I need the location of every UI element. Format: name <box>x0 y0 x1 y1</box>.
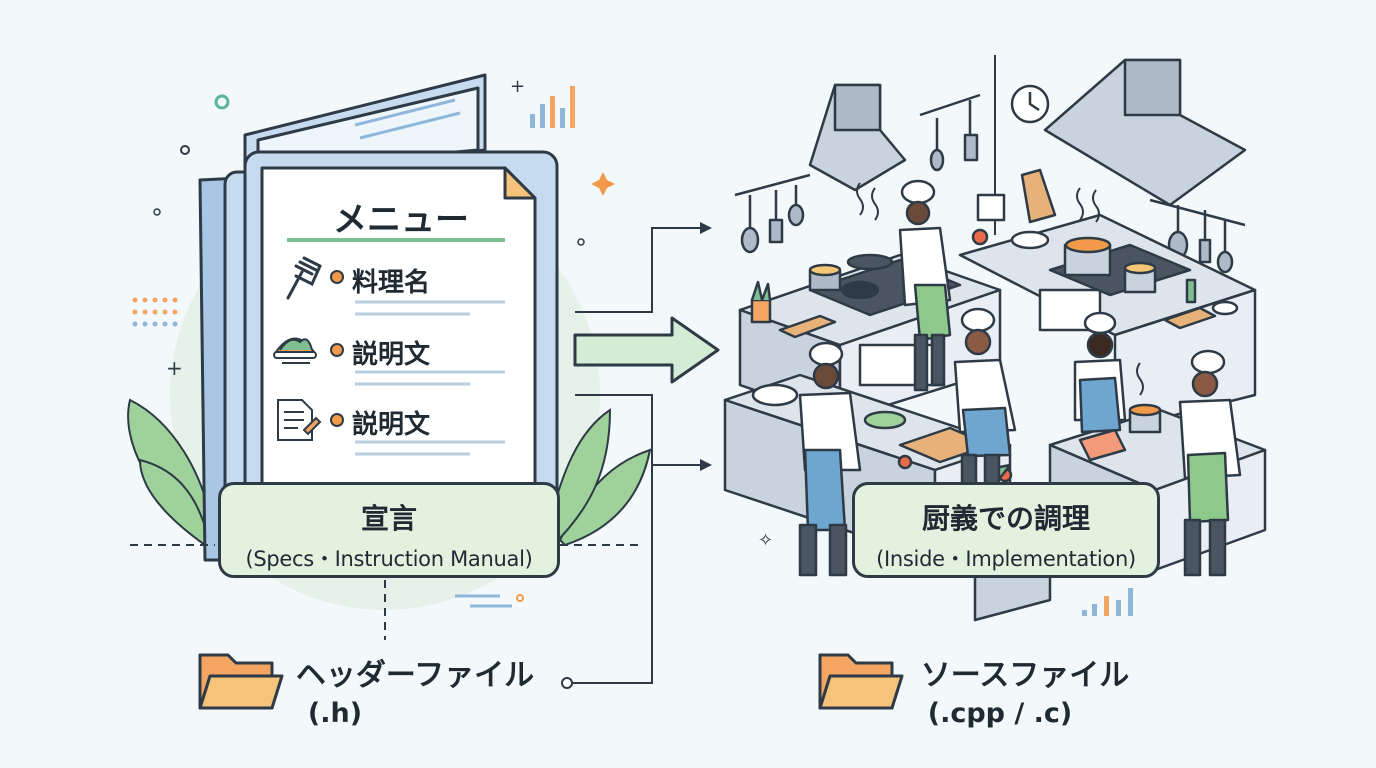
plus-decoration: + <box>166 356 183 380</box>
bar-chart-decoration <box>530 86 575 128</box>
bar-chart-decoration <box>1082 588 1133 616</box>
declaration-label: 宣言 (Specs・Instruction Manual) <box>218 482 560 578</box>
fork-icon <box>286 256 322 300</box>
menu-item-description: 説明文 <box>352 410 431 440</box>
folder-icon <box>818 653 904 710</box>
sparkle-icon <box>591 172 615 196</box>
connector-arrow <box>575 227 700 313</box>
header-file-name: ヘッダーファイル <box>295 658 535 693</box>
chef-figure <box>798 341 862 577</box>
implementation-subtitle: (Inside・Implementation) <box>876 547 1136 571</box>
chef-figure <box>898 179 952 392</box>
menu-book <box>198 73 559 562</box>
folder-icon <box>198 653 284 710</box>
declaration-subtitle: (Specs・Instruction Manual) <box>245 547 533 571</box>
chef-figure <box>1178 349 1242 577</box>
circle-decoration <box>214 94 230 110</box>
source-file-name: ソースファイル <box>920 658 1130 693</box>
circle-decoration <box>153 208 161 216</box>
source-file-caption: ソースファイル (.cpp / .c) <box>905 650 1145 729</box>
header-file-caption: ヘッダーファイル (.h) <box>285 650 545 729</box>
connector-line <box>571 465 653 684</box>
kitchen-illustration <box>723 55 1267 622</box>
menu-item-dish-name: 料理名 <box>352 268 431 298</box>
plus-decoration: + <box>510 76 525 97</box>
dot-grid-decoration <box>132 297 178 327</box>
menu-title: メニュー <box>333 200 469 240</box>
declaration-title: 宣言 <box>360 502 417 535</box>
line-decoration <box>455 594 512 608</box>
sparkle-decoration: ✧ <box>758 530 773 551</box>
bullet-dots <box>330 270 344 427</box>
implementation-label: 厨義での調理 (Inside・Implementation) <box>852 482 1160 578</box>
header-file-ext: (.h) <box>307 698 363 729</box>
menu-text-lines <box>355 300 505 456</box>
chef-figure <box>1073 311 1127 434</box>
circle-decoration <box>180 145 190 155</box>
circle-decoration <box>577 238 585 246</box>
connector-arrow <box>575 394 700 466</box>
document-icon <box>277 399 322 441</box>
food-plate-icon <box>273 337 317 364</box>
menu-item-description: 説明文 <box>352 340 431 370</box>
source-file-ext: (.cpp / .c) <box>927 698 1073 729</box>
implementation-title: 厨義での調理 <box>921 502 1090 535</box>
main-arrow-icon <box>573 316 720 384</box>
